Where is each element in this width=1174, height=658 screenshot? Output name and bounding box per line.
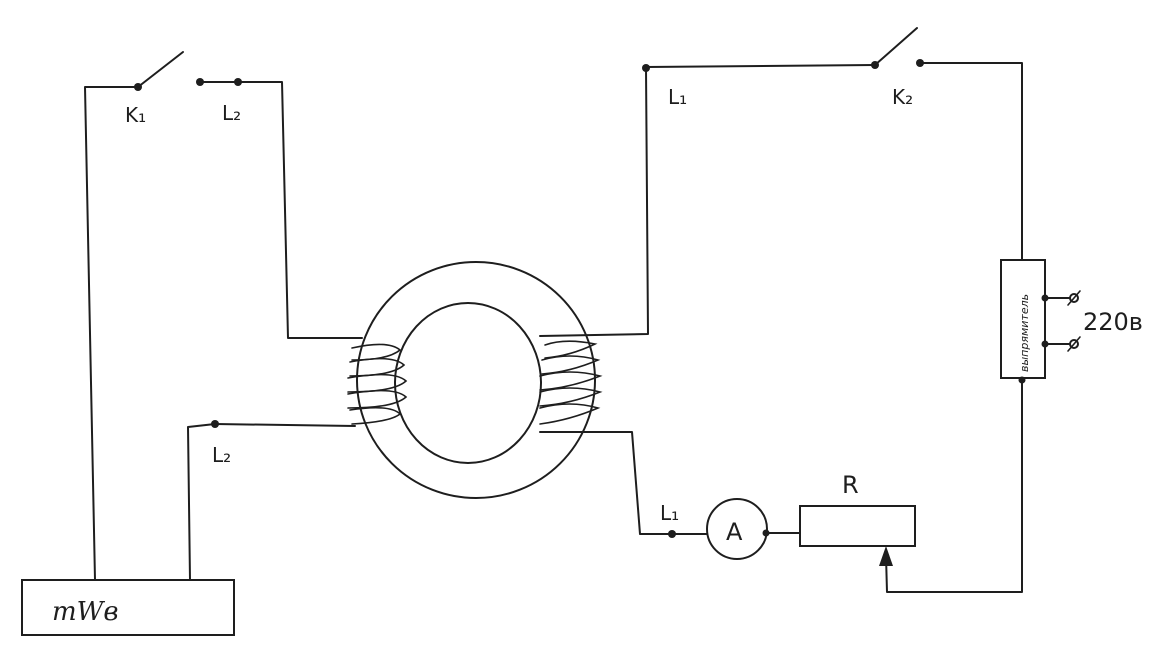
label-l2-top: L₂ (222, 101, 241, 125)
ammeter-circle (706, 498, 768, 560)
switch-k1-blade (137, 51, 184, 88)
rectifier-out-bottom (1041, 340, 1049, 348)
rheostat-box (799, 505, 916, 547)
wire-rectifier-to-rheostat (885, 379, 1023, 593)
toroid-outer-ring (356, 261, 596, 499)
wire-coil-to-l1-top (539, 67, 649, 337)
label-l1-top: L₁ (668, 85, 687, 109)
wire-fluxmeter-to-k1 (84, 86, 139, 581)
l1-bottom-terminal (668, 530, 676, 538)
label-l2-left: L₂ (212, 443, 231, 467)
label-k1: K₁ (125, 103, 146, 127)
label-resistor: R (842, 471, 859, 499)
mains-terminal-top-slash (1067, 290, 1081, 306)
left-coil-l2 (347, 343, 408, 425)
rectifier-label: выпрямитель (1018, 294, 1031, 372)
wire-k2-to-rectifier (919, 62, 1023, 261)
l1-top-terminal (642, 64, 650, 72)
right-coil-l1 (539, 340, 603, 425)
mains-terminal-bottom-slash (1067, 336, 1081, 352)
switch-k2-blade (874, 27, 918, 66)
label-k2: K₂ (892, 85, 913, 109)
wire-fluxmeter-to-l2 (187, 423, 216, 581)
label-l1-bottom: L₁ (660, 501, 679, 525)
fluxmeter-label: mWв (52, 597, 119, 627)
wire-l1-to-k2 (645, 64, 876, 68)
rectifier-box (1000, 259, 1046, 379)
rectifier-out-top (1041, 294, 1049, 302)
rheostat-slider-arrow (879, 546, 893, 566)
fluxmeter-box (21, 579, 235, 636)
wire-l2-to-coil-bottom (214, 423, 356, 427)
label-voltage: 220в (1083, 308, 1143, 336)
toroid-inner-ring (394, 302, 542, 464)
label-ammeter: A (726, 518, 743, 546)
wire-l2-to-left-coil (237, 81, 363, 339)
wire-coil-to-l1-bottom (539, 431, 708, 535)
